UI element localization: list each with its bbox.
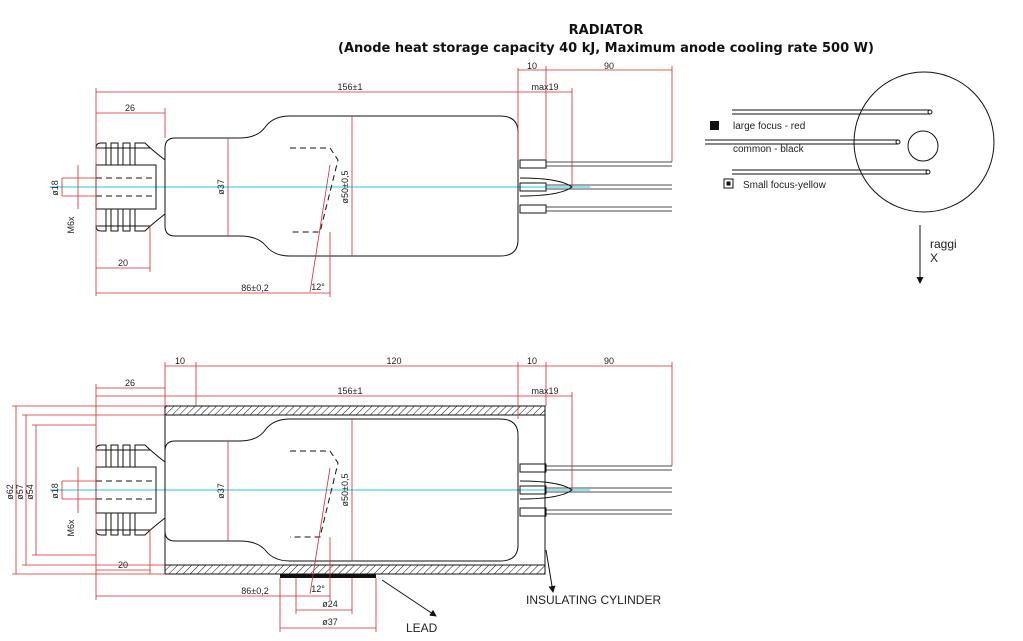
bottom-dim-20: 20	[118, 560, 128, 570]
top-dimensions	[61, 66, 673, 297]
bottom-dim-57: ø57	[15, 484, 25, 500]
bottom-dim-90: 90	[604, 356, 614, 366]
bottom-dimensions	[12, 362, 673, 632]
top-dim-max19: max19	[531, 82, 558, 92]
legend-panel: large focus - red common - black Small f…	[705, 71, 995, 284]
top-leads	[519, 159, 672, 214]
bottom-dim-m6: M6x	[66, 519, 76, 537]
bottom-dim-37b: ø37	[322, 617, 338, 627]
ray-label: raggi	[930, 237, 957, 251]
bottom-dim-18: ø18	[50, 483, 60, 499]
insulating-leader	[545, 549, 556, 593]
legend-small-focus: Small focus-yellow	[743, 180, 827, 191]
bottom-dim-156: 156±1	[338, 386, 363, 396]
large-focus-marker	[710, 121, 719, 130]
bottom-dim-62: ø62	[5, 484, 15, 500]
cylinder-bottom-wall	[164, 564, 546, 575]
bottom-dim-86: 86±0,2	[241, 586, 268, 596]
bottom-envelope	[164, 418, 519, 562]
ray-axis: X	[930, 251, 938, 265]
lead-leader	[381, 579, 437, 617]
drawing-title: RADIATOR	[569, 23, 644, 38]
end-view-inner-circle	[907, 130, 939, 162]
bottom-dim-54: ø54	[25, 484, 35, 500]
top-dim-86: 86±0,2	[241, 283, 268, 293]
top-dim-20: 20	[118, 258, 128, 268]
top-view: 10 90 156±1 26 max19 ø18 M6x ø37 ø50±0,5…	[50, 61, 673, 297]
bottom-dim-10b: 10	[527, 356, 537, 366]
top-dim-37: ø37	[216, 179, 226, 195]
top-dim-angle: 12°	[311, 282, 325, 292]
top-dim-18: ø18	[50, 180, 60, 196]
end-view-circle	[853, 71, 995, 213]
lead-shield	[280, 574, 376, 578]
bottom-dim-24: ø24	[322, 599, 338, 609]
top-dim-156: 156±1	[338, 82, 363, 92]
drawing-subtitle: (Anode heat storage capacity 40 kJ, Maxi…	[338, 41, 874, 56]
top-dim-10: 10	[527, 61, 537, 71]
bottom-dim-26: 26	[125, 378, 135, 388]
bottom-view: 10 120 10 90 26 156±1 max19 ø62 ø57 ø54 …	[5, 356, 673, 635]
bottom-dim-50: ø50±0,5	[340, 474, 350, 507]
bottom-leads	[519, 463, 672, 517]
top-dim-90: 90	[604, 61, 614, 71]
bottom-dim-max19: max19	[531, 386, 558, 396]
insulating-cylinder-label: INSULATING CYLINDER	[526, 593, 661, 607]
legend-large-focus: large focus - red	[733, 121, 805, 132]
legend-common: common - black	[733, 144, 805, 155]
top-dim-m6: M6x	[66, 216, 76, 234]
bottom-dim-angle: 12°	[311, 584, 325, 594]
small-focus-marker	[723, 178, 734, 189]
cylinder-top-wall	[164, 405, 546, 416]
top-dim-50: ø50±0,5	[340, 171, 350, 204]
top-dim-26: 26	[125, 103, 135, 113]
bottom-dim-37: ø37	[216, 483, 226, 499]
bottom-dim-10a: 10	[175, 356, 185, 366]
top-envelope	[164, 115, 519, 257]
lead-label: LEAD	[406, 621, 438, 635]
bottom-dim-120: 120	[386, 356, 401, 366]
